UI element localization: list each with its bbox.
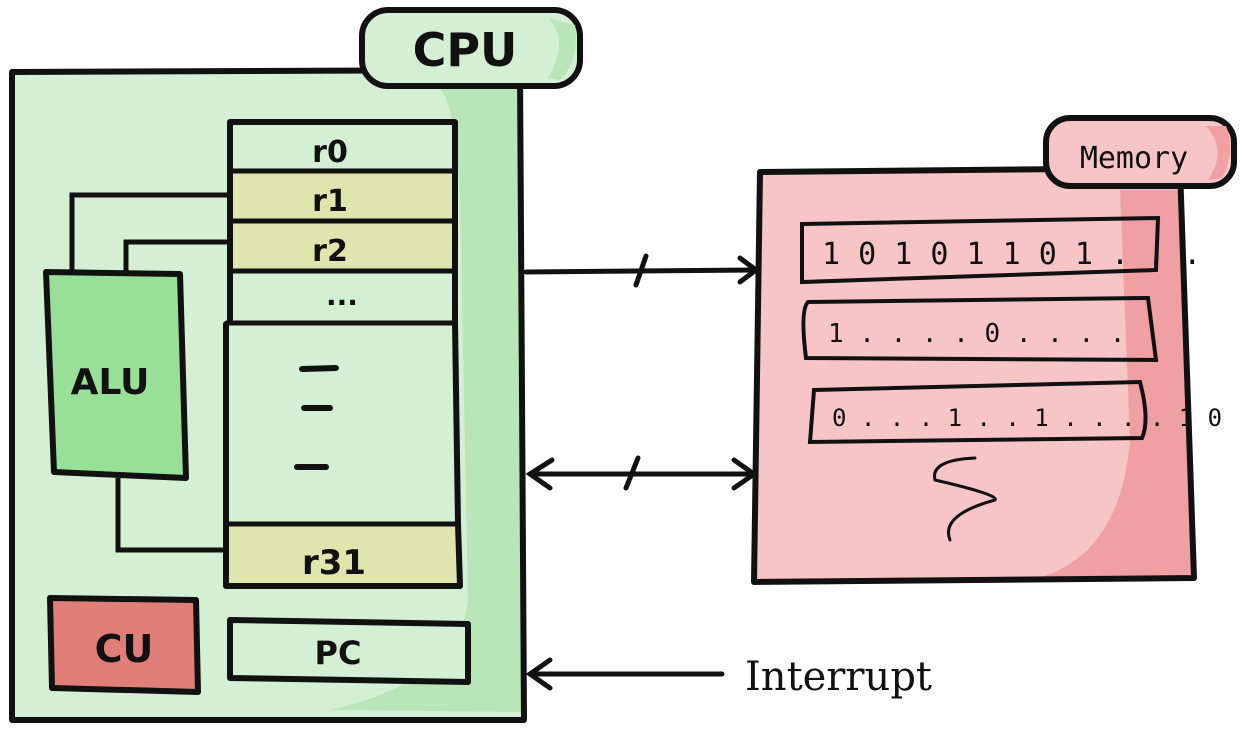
register-r31: r31 — [302, 543, 366, 583]
register-file: r0 r1 r2 ... r31 — [223, 119, 463, 589]
memory-block: Memory 1 0 1 0 1 1 0 1 . . . 1 . . . . 0… — [751, 115, 1237, 585]
pc-label: PC — [315, 634, 362, 672]
memory-row: 0 . . . 1 . . 1 . . . . 1 0 — [832, 404, 1222, 432]
address-bus-arrow — [523, 253, 761, 288]
cpu-title-tag: CPU — [359, 7, 583, 89]
cu-block: CU — [47, 595, 201, 695]
data-bus-arrow — [525, 455, 759, 491]
alu-block: ALU — [43, 269, 189, 481]
register-r1: r1 — [312, 184, 348, 219]
memory-title: Memory — [1080, 141, 1188, 176]
gap-mark — [299, 365, 339, 372]
cu-label: CU — [95, 627, 154, 671]
cpu-title: CPU — [413, 23, 518, 77]
register-r2: r2 — [312, 234, 348, 269]
bus-width-mark — [623, 455, 641, 491]
memory-continuation-mark — [933, 456, 997, 542]
interrupt-label: Interrupt — [745, 654, 932, 700]
alu-label: ALU — [71, 362, 150, 403]
memory-row: 1 0 1 0 1 1 0 1 . . . — [822, 237, 1201, 272]
pc-register: PC — [227, 617, 471, 685]
register-ellipsis: ... — [326, 279, 358, 312]
alu-wires — [69, 192, 232, 553]
memory-row: 1 . . . . 0 . . . . — [828, 319, 1125, 349]
register-r0: r0 — [312, 135, 348, 170]
interrupt-arrow: Interrupt — [525, 654, 932, 700]
bus-width-mark — [633, 253, 649, 288]
